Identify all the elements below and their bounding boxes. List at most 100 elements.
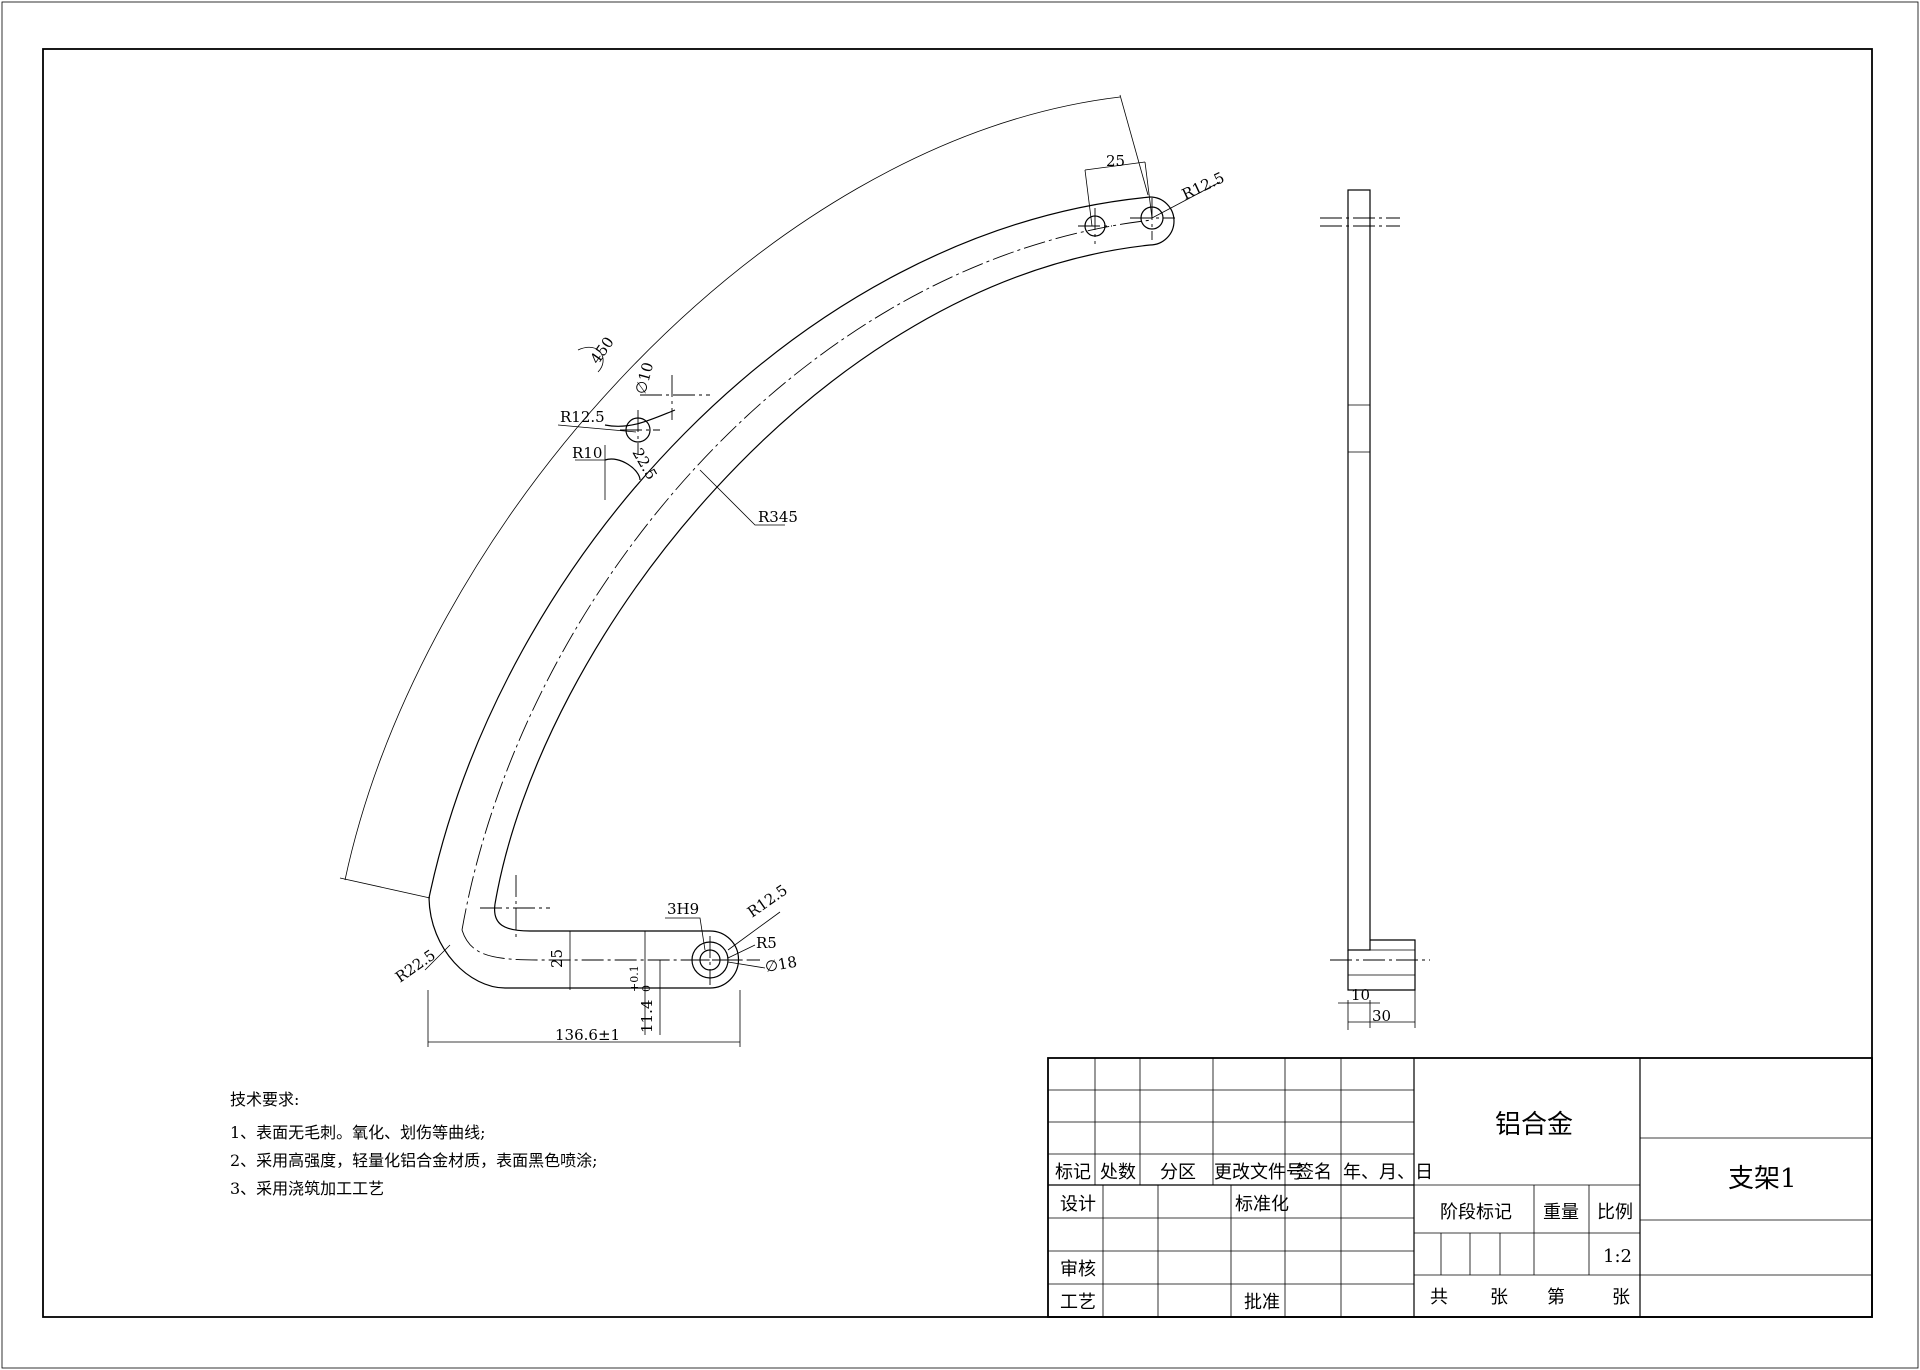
tech-heading: 技术要求: [230,1090,299,1109]
dim-text-r345: R345 [758,508,798,526]
dim-text-11-4: 11.4 [638,1000,656,1033]
leader-r22-5 [424,944,451,971]
part-name: 支架1 [1728,1164,1797,1194]
side-bar [1347,189,1371,951]
rev-grid-rows [1048,1089,1414,1155]
bottom-arm-upper-edge [494,903,710,932]
dim-text-11-4-lower: 0 [640,985,653,992]
dim-text-3h9: 3H9 [667,900,699,918]
dimension-texts: 25 R12.5 450 ∅10 R12.5 R10 22.5 R345 3H9… [392,152,1227,1044]
side-dim-10 [1338,1000,1380,1028]
top-end-cap [1149,196,1175,246]
bottom-end-cap [709,930,740,989]
dim-text-r22-5: R22.5 [392,946,439,986]
header-date: 年、月、日 [1343,1162,1433,1183]
mid-cols [1533,1185,1590,1275]
label-sheets-2: 张 [1612,1287,1630,1308]
bracket-inner-edge [494,244,1151,905]
dim-text-r12-5-mid: R12.5 [560,408,605,426]
label-scale: 比例 [1597,1202,1633,1223]
label-review: 审核 [1060,1259,1096,1280]
side-text-30: 30 [1372,1007,1391,1025]
stage-cells [1440,1233,1501,1275]
label-approval: 批准 [1244,1292,1280,1313]
dim-text-450: 450 [587,334,618,368]
dim-450-arc [344,96,1121,881]
label-design: 设计 [1060,1194,1096,1215]
dim-text-136-6: 136.6±1 [555,1026,620,1044]
scale-value: 1:2 [1603,1246,1632,1267]
dim-text-r12-5-bottom: R12.5 [744,881,791,921]
mid-rows [1414,1184,1872,1276]
label-sheets: 张 [1490,1287,1508,1308]
side-center-top [1320,217,1400,227]
side-foot-lines [1348,949,1415,976]
leader-r12-5-top [1151,181,1221,219]
dim-11-4 [644,931,661,1035]
bottom-hole-center [686,936,740,985]
dim-text-phi10: ∅10 [631,360,657,396]
title-block: 标记 处数 分区 更改文件号 签名 年、月、日 设计 标准化 审核 工艺 批准 … [1047,1057,1873,1318]
dim-text-r10: R10 [572,444,602,462]
leader-r12-5-mid [557,424,637,433]
tech-requirements: 技术要求: 1、表面无毛刺。氧化、划伤等曲线; 2、采用高强度，轻量化铝合金材质… [230,1090,598,1198]
dim-text-r12-5-top: R12.5 [1179,168,1227,203]
right-rows [1640,1137,1872,1221]
bracket-centerline [461,219,1153,931]
leader-r5-phi18 [727,944,766,969]
side-bar-marks [1348,404,1370,453]
bottom-arm-lower-edge [428,897,710,989]
corner-center-mark [480,875,550,940]
notch-lower [604,458,641,481]
dim-450-ext [1119,94,1149,196]
bottom-centerline [461,929,760,961]
rev-grid-verticals [1094,1058,1342,1185]
dim-text-11-4-upper: +0.1 [628,965,641,992]
dim-text-r5: R5 [756,934,777,952]
side-view: 10 30 [1320,189,1430,1030]
dim-text-phi18: ∅18 [764,953,799,976]
tech-item: 2、采用高强度，轻量化铝合金材质，表面黑色喷涂; [230,1151,598,1170]
label-weight: 重量 [1543,1202,1579,1223]
dimension-lines [339,94,1221,1047]
leader-3h9 [665,917,706,951]
mid-hole-center-mark [620,410,660,455]
dim-text-25-bottom: 25 [548,949,566,968]
top-hole-2-center [1130,198,1175,240]
header-mark: 标记 [1055,1162,1091,1183]
inner-border [42,48,1873,1318]
top-hole-1-center [1078,208,1112,244]
side-dim-30 [1347,990,1416,1030]
header-change-doc: 更改文件号 [1214,1162,1304,1183]
leader-r12-5-bottom [727,911,781,951]
header-zone: 分区 [1160,1162,1196,1183]
label-standardization: 标准化 [1235,1194,1289,1215]
dim-450-ext2 [339,877,431,899]
tech-item: 3、采用浇筑加工工艺 [230,1179,384,1198]
bracket-outer-edge [428,196,1151,899]
side-text-10: 10 [1351,986,1370,1004]
arc-symbol-450 [577,347,604,373]
label-sheet-no: 第 [1547,1287,1565,1308]
sign-grid-rows [1048,1217,1414,1285]
front-view [428,196,1175,989]
leader-r345 [699,469,785,526]
dim-136-6 [427,990,741,1047]
material-name: 铝合金 [1495,1110,1573,1140]
tech-item: 1、表面无毛刺。氧化、划伤等曲线; [230,1123,486,1142]
header-count: 处数 [1100,1162,1136,1183]
header-signature: 签名 [1296,1162,1332,1183]
label-stage-mark: 阶段标记 [1440,1202,1512,1223]
dim-text-22-5: 22.5 [629,445,661,483]
label-total: 共 [1430,1287,1448,1308]
leader-r10 [575,445,606,500]
side-foot [1347,939,1416,991]
dim-text-25-top: 25 [1106,152,1125,170]
dim-25-top [1084,161,1153,227]
notch-edge [604,409,676,427]
notch-center-mark [640,375,710,420]
label-process: 工艺 [1060,1292,1096,1313]
title-block-frame [1047,1057,1873,1318]
